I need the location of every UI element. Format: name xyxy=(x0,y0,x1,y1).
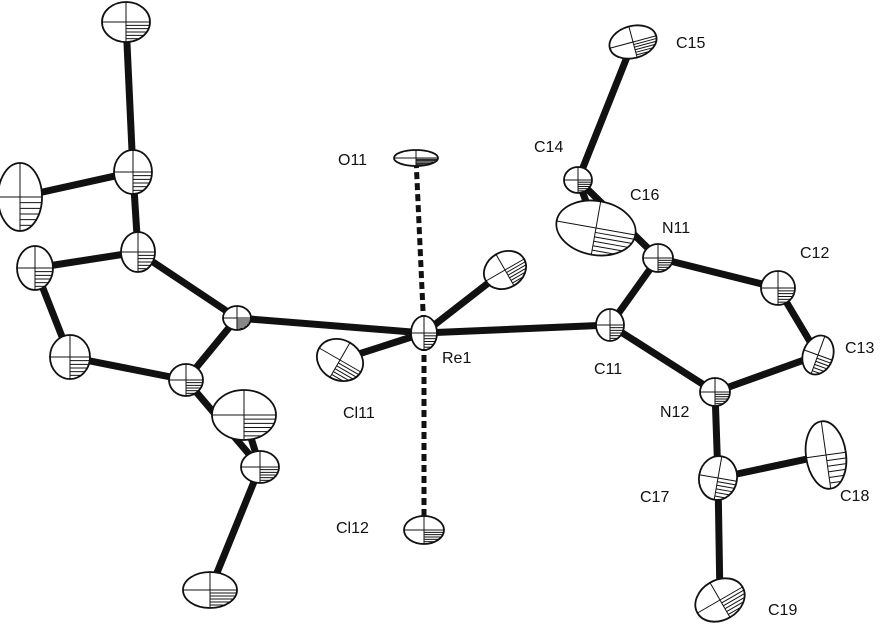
atom-l6 xyxy=(222,305,252,331)
bond-l10-l11 xyxy=(206,463,264,594)
bond-l4-l6 xyxy=(134,248,241,322)
bond-n11-c12 xyxy=(654,254,782,292)
bond-c14-c15 xyxy=(574,38,637,184)
atom-l11 xyxy=(182,571,238,609)
atom-re1 xyxy=(410,315,438,351)
atom-cl11 xyxy=(316,338,364,382)
atom-c17 xyxy=(698,455,738,501)
label-c13: C13 xyxy=(845,340,874,357)
atom-l2 xyxy=(113,149,153,195)
atom-l7 xyxy=(49,334,91,380)
label-c15: C15 xyxy=(676,35,705,52)
atom-l9 xyxy=(211,389,277,441)
dashed-bond-re1-o11 xyxy=(413,157,427,334)
atom-c15 xyxy=(608,24,658,60)
label-c18: C18 xyxy=(840,488,869,505)
atom-ru xyxy=(483,250,527,290)
label-c12: C12 xyxy=(800,245,829,262)
label-o11: O11 xyxy=(338,152,367,169)
atom-c12 xyxy=(760,270,796,306)
bond-c13-n12 xyxy=(711,351,822,396)
atom-l3 xyxy=(0,162,43,232)
label-c11: C11 xyxy=(594,361,622,378)
label-c16: C16 xyxy=(630,187,659,204)
label-c17: C17 xyxy=(640,489,669,506)
bond-l6-re1 xyxy=(233,314,428,337)
label-re1: Re1 xyxy=(442,350,471,367)
atom-o11 xyxy=(393,149,439,167)
label-c19: C19 xyxy=(768,602,797,619)
atom-c16 xyxy=(555,199,637,257)
atom-l5 xyxy=(16,245,54,291)
label-cl12: Cl12 xyxy=(336,520,369,537)
bond-re1-c11 xyxy=(420,321,614,337)
atom-n11 xyxy=(642,243,674,273)
atom-n12 xyxy=(699,377,731,407)
atom-c11 xyxy=(595,308,625,342)
atom-l1 xyxy=(101,1,151,43)
bond-l1-l2 xyxy=(122,18,137,176)
atom-l8 xyxy=(168,363,204,397)
atom-cl12 xyxy=(403,515,445,545)
label-n11: N11 xyxy=(662,220,690,237)
atom-c14 xyxy=(563,166,593,194)
atom-c19 xyxy=(694,577,746,623)
atom-c18 xyxy=(804,420,848,490)
label-cl11: Cl11 xyxy=(343,405,375,422)
label-c14: C14 xyxy=(534,139,563,156)
label-n12: N12 xyxy=(660,404,689,421)
atom-l10 xyxy=(240,450,280,484)
atom-c13 xyxy=(801,334,835,376)
bond-n12-c11 xyxy=(606,321,719,396)
atom-l4 xyxy=(120,231,156,273)
